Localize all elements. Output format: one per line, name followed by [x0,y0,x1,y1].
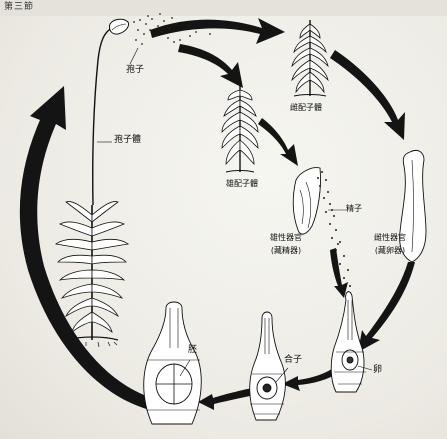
arrow-sperm-to-egg [330,248,348,298]
label-egg: 卵 [373,365,383,375]
archegonium-with-egg [330,291,366,393]
arrow-egg-to-zygote [282,366,340,391]
egg-leader-line [357,365,373,371]
sperm-trail [317,171,351,287]
page-header: 第三節 [4,2,35,12]
sporophyte-stalk [92,27,113,206]
archegonium-with-embryo [143,301,202,425]
sporophyte-capsule [109,18,129,35]
antheridium [292,167,321,235]
zygote-leader-line [275,367,289,383]
label-embryo: 胚 [188,345,198,355]
male-gametophyte-plant [221,86,259,173]
label-female-organ-name: (藏卵器) [374,246,406,255]
arrow-spores-to-female [150,18,285,44]
spore-spray [133,13,211,45]
arrow-zygote-to-embryo [198,388,255,410]
sporophyte-plant [55,18,129,348]
archegonium-with-zygote [249,311,286,421]
label-female-organ: 雌性器官 [374,233,406,242]
label-male-organ-name: (藏精器) [270,246,302,255]
spore-leader-line [129,47,139,65]
header-band [0,0,447,16]
female-gametophyte-plant [291,20,329,97]
archegonium [399,149,427,263]
sporophyte-soil [67,336,119,341]
label-spore: 孢子 [126,65,145,75]
label-female-gametophyte: 雌配子體 [290,103,322,112]
label-sporophyte: 孢子體 [114,135,142,145]
label-sperm: 精子 [346,204,362,213]
arrow-spores-to-male [178,44,243,88]
arrow-female-to-archegonium [330,50,405,140]
arrow-male-to-antheridium [258,118,298,166]
embryo-leader-line [179,359,191,377]
sporophyte-gametophyte-base [55,201,129,340]
label-zygote: 合子 [284,355,303,365]
label-male-gametophyte: 雄配子體 [226,179,258,188]
cycle-arrows [19,18,415,410]
arrow-archegonium-to-egg-cell [358,262,415,352]
label-male-organ: 雄性器官 [270,233,302,242]
